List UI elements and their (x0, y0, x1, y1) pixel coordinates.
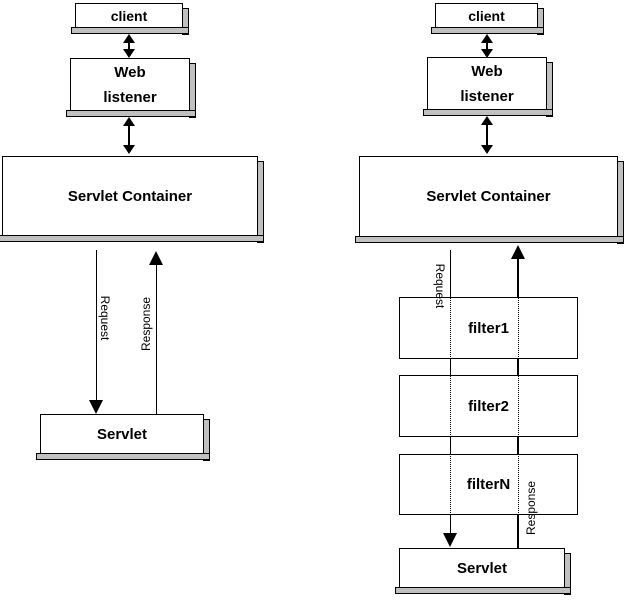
request-label: Request (98, 295, 112, 341)
client-weblistener-arrow-icon (123, 34, 135, 58)
client-label: client (110, 7, 148, 24)
servlet-label: Servlet (456, 559, 508, 577)
servlet-container-label: Servlet Container (67, 187, 193, 205)
response-arrowhead-icon (511, 245, 525, 259)
arrowhead-down-icon (123, 49, 135, 58)
web-listener-box: Web listener (423, 57, 553, 117)
response-line (517, 437, 519, 454)
client-box: client (431, 3, 544, 35)
arrow-stem (128, 126, 130, 145)
servlet-box: Servlet (395, 548, 571, 595)
arrow-stem (128, 43, 130, 49)
arrowhead-up-icon (481, 116, 493, 125)
response-line (517, 257, 519, 297)
servlet-container-label: Servlet Container (426, 188, 551, 205)
servlet-container-box: Servlet Container (0, 156, 264, 243)
filter-box: filter1 (399, 297, 578, 359)
web-listener-line1: Web (471, 62, 503, 80)
arrowhead-down-icon (481, 145, 493, 154)
web-listener-line1: Web (114, 63, 146, 81)
response-line (156, 263, 157, 414)
weblistener-container-arrow-icon (481, 116, 493, 154)
filter-label: filter2 (468, 397, 509, 415)
filter-box: filterN (399, 454, 578, 515)
response-line (518, 375, 519, 437)
servlet-label: Servlet (96, 425, 148, 443)
filter-box: filter2 (399, 375, 578, 437)
request-line (450, 515, 451, 533)
client-weblistener-arrow-icon (481, 34, 493, 58)
response-line (517, 515, 519, 548)
request-line (450, 454, 451, 515)
arrowhead-up-icon (123, 34, 135, 43)
response-label: Response (139, 296, 153, 352)
request-arrowhead-icon (89, 400, 103, 414)
request-line (450, 250, 451, 297)
request-arrowhead-icon (443, 533, 457, 547)
web-listener-line2: listener (460, 87, 514, 105)
arrowhead-down-icon (481, 49, 493, 58)
client-label: client (468, 7, 505, 24)
filter-label: filter1 (468, 319, 509, 337)
filter-label: filterN (466, 476, 511, 493)
weblistener-container-arrow-icon (123, 117, 135, 154)
arrow-stem (486, 125, 488, 145)
request-line (450, 359, 451, 375)
servlet-container-box: Servlet Container (355, 156, 624, 244)
response-line (518, 297, 519, 359)
arrowhead-up-icon (481, 34, 493, 43)
request-line (96, 250, 97, 401)
arrow-stem (486, 43, 488, 49)
request-line (450, 297, 451, 359)
response-arrowhead-icon (149, 251, 163, 265)
client-box: client (71, 3, 189, 35)
request-line (450, 437, 451, 454)
request-label: Request (433, 263, 447, 309)
response-line (517, 359, 519, 375)
arrowhead-down-icon (123, 145, 135, 154)
servlet-box: Servlet (36, 414, 210, 461)
response-line (518, 454, 519, 515)
response-label: Response (524, 480, 538, 536)
request-line (450, 375, 451, 437)
arrowhead-up-icon (123, 117, 135, 126)
web-listener-box: Web listener (66, 58, 196, 118)
web-listener-line2: listener (103, 88, 157, 106)
